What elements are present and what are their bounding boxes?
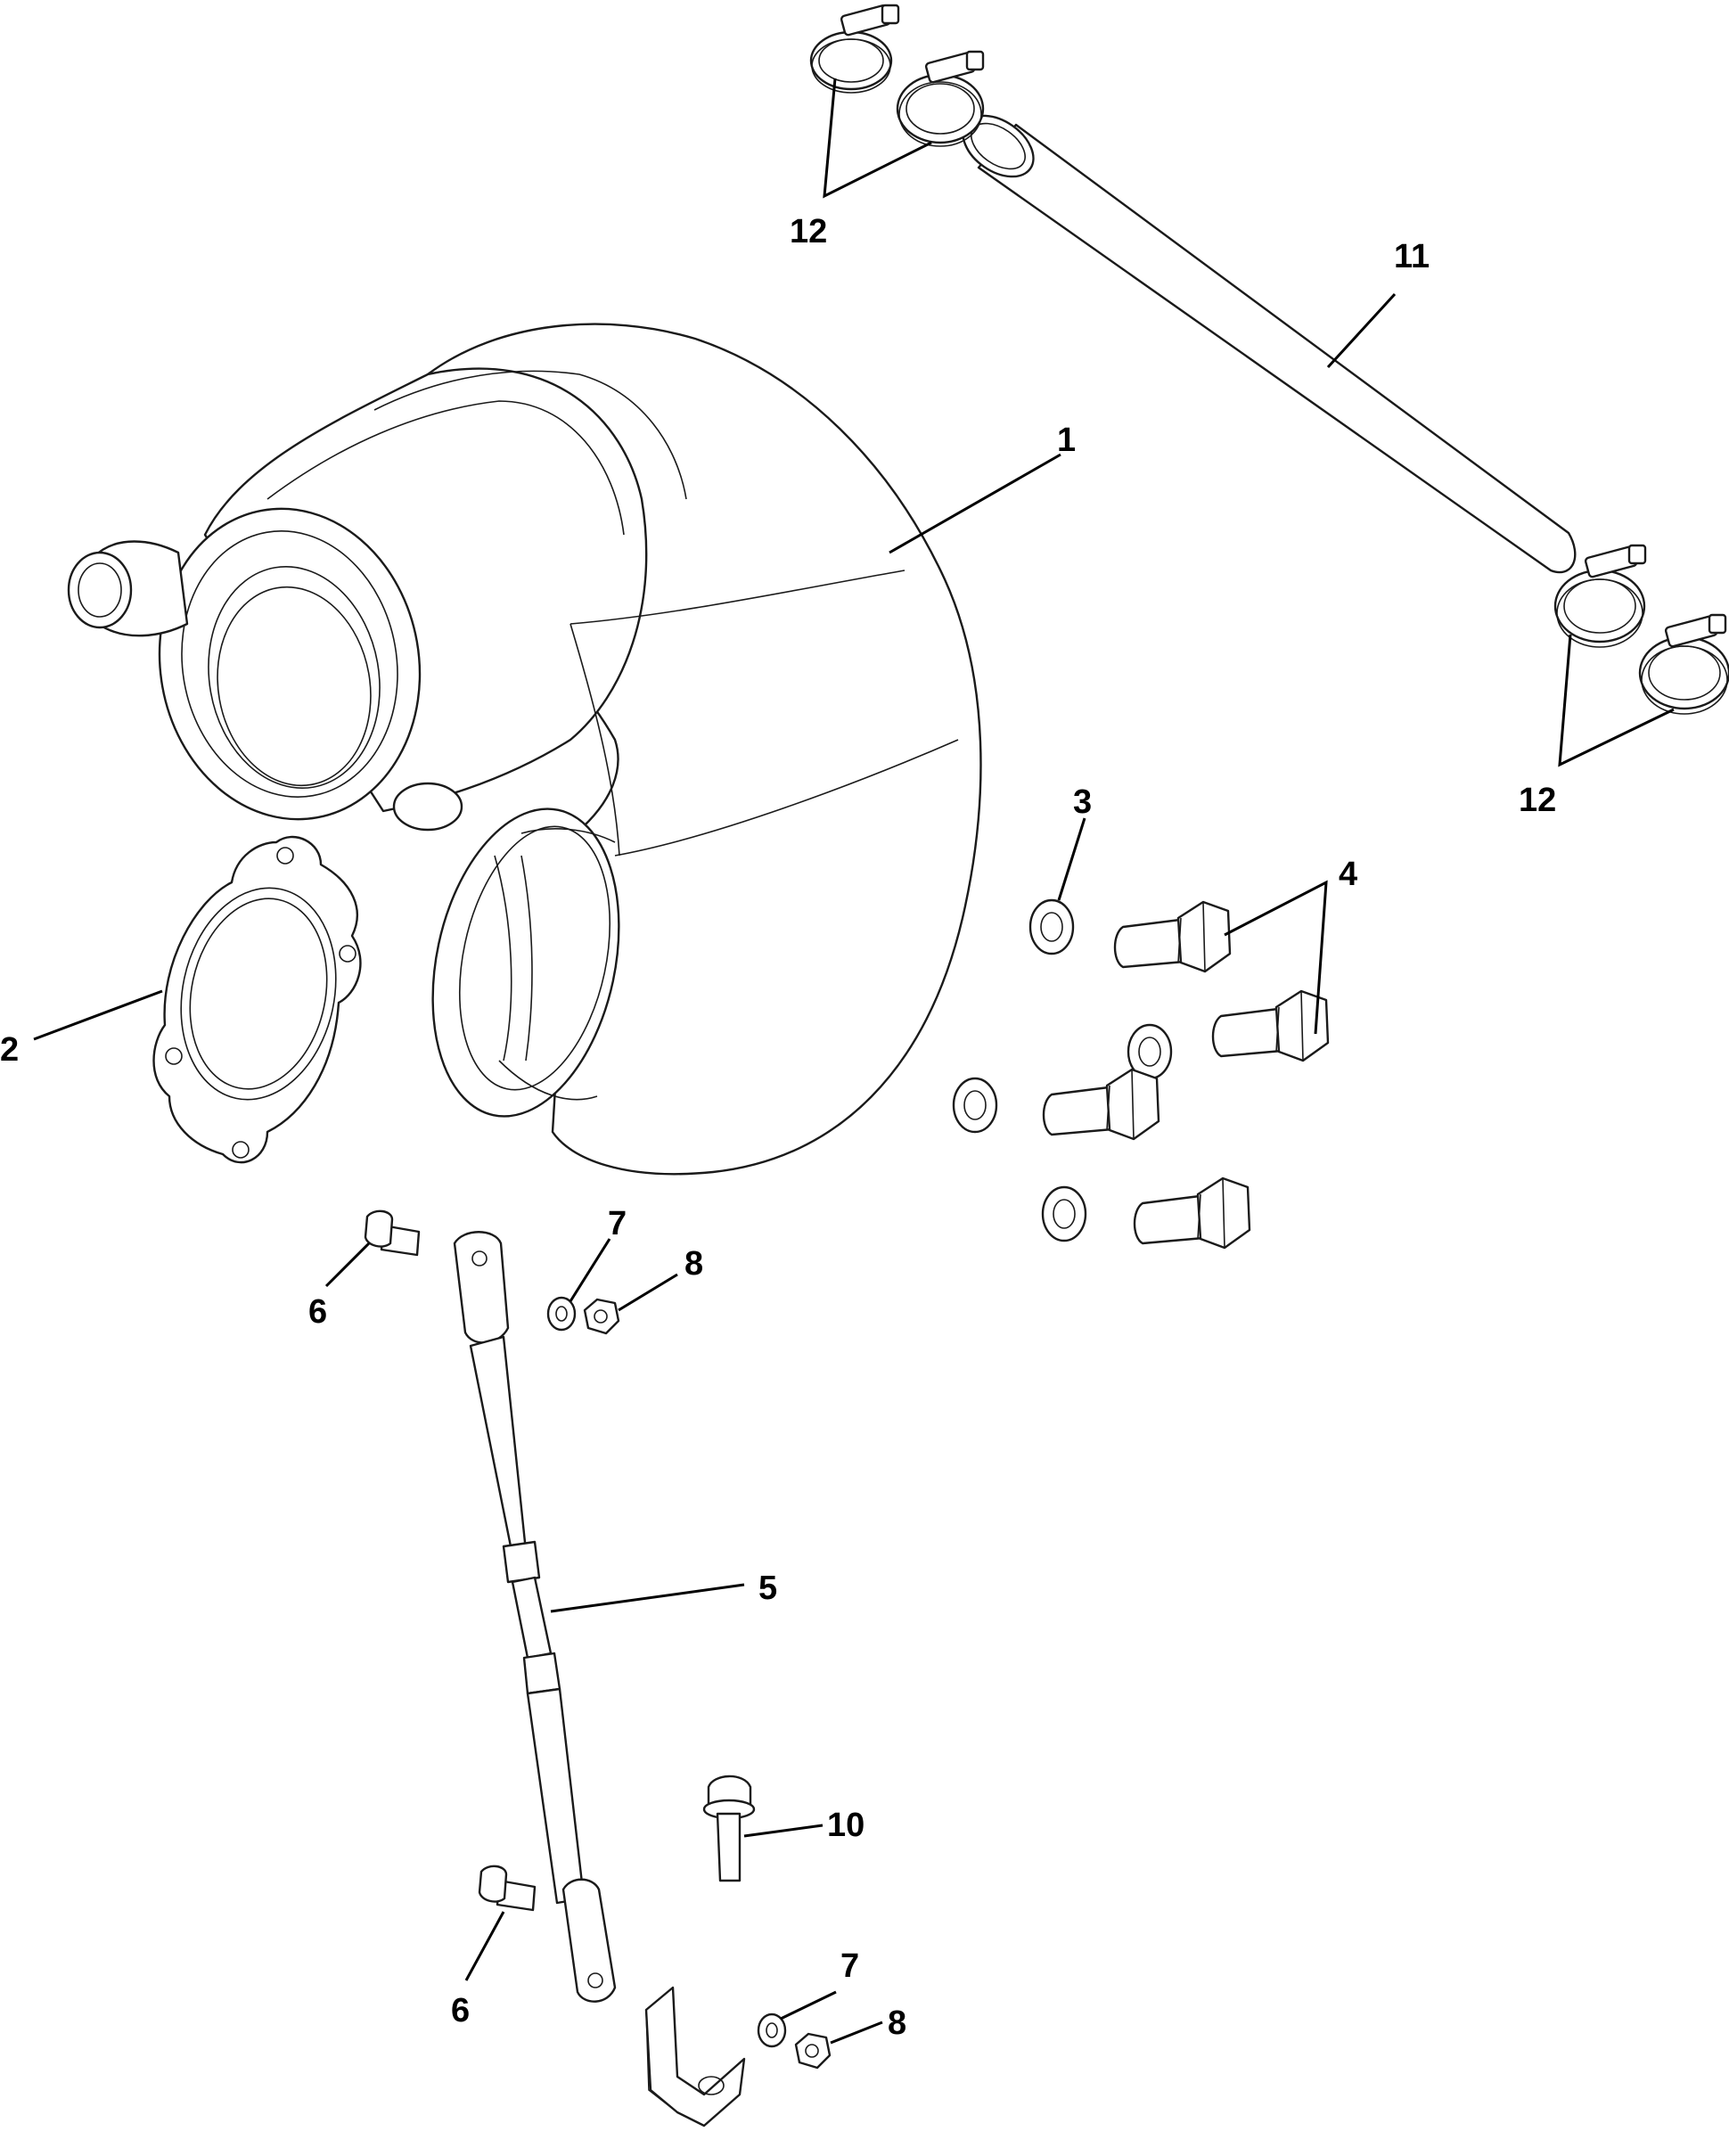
nut-part-8-bottom bbox=[794, 2032, 832, 2070]
leader-12-top bbox=[823, 78, 932, 199]
leader-3 bbox=[1057, 817, 1086, 901]
hex-bolt bbox=[1211, 989, 1330, 1062]
small-washer-part-7-bottom bbox=[757, 2013, 787, 2048]
callout-5: 5 bbox=[758, 1570, 777, 1607]
hose-clamps-part-12-bottom bbox=[1553, 544, 1729, 715]
callout-11: 11 bbox=[1394, 238, 1430, 275]
callout-4: 4 bbox=[1339, 856, 1357, 893]
callout-8-bottom: 8 bbox=[888, 2004, 906, 2042]
leader-12-bottom bbox=[1558, 634, 1675, 767]
callout-6-bottom: 6 bbox=[451, 1992, 470, 2029]
callout-6-top: 6 bbox=[308, 1293, 327, 1331]
washers-part-3 bbox=[952, 898, 1173, 1242]
leader-6-bottom bbox=[464, 1911, 505, 1981]
callout-12-bottom: 12 bbox=[1519, 782, 1556, 819]
leader-8-top bbox=[618, 1273, 678, 1312]
callout-10: 10 bbox=[827, 1807, 864, 1844]
small-washer-part-7-top bbox=[546, 1296, 577, 1332]
leader-1 bbox=[889, 453, 1061, 554]
flange-bolt-part-10 bbox=[702, 1775, 756, 1882]
hose-clamp bbox=[809, 4, 900, 94]
callout-labels: 1 2 3 4 5 6 6 7 7 8 8 10 11 12 12 bbox=[0, 213, 1556, 2042]
washer bbox=[952, 1077, 998, 1134]
callout-7-bottom: 7 bbox=[840, 1947, 859, 1985]
hex-bolt bbox=[1042, 1068, 1160, 1141]
leader-5 bbox=[550, 1583, 745, 1613]
hose-clamps-part-12-top bbox=[809, 4, 985, 147]
gasket-part-2 bbox=[152, 835, 362, 1164]
callout-7-top: 7 bbox=[608, 1205, 627, 1242]
washer bbox=[1041, 1185, 1087, 1242]
nut-part-8-top bbox=[583, 1298, 620, 1335]
small-bolt-part-6-bottom bbox=[478, 1865, 537, 1912]
callout-12-top: 12 bbox=[790, 213, 827, 250]
mounting-bracket bbox=[644, 1986, 746, 2127]
hose-part-11 bbox=[962, 114, 1577, 574]
callout-8-top: 8 bbox=[684, 1245, 703, 1283]
leader-6-top bbox=[324, 1242, 371, 1288]
callout-1: 1 bbox=[1057, 422, 1076, 459]
small-bolt-part-6-top bbox=[364, 1209, 421, 1257]
support-rod-part-5 bbox=[453, 1231, 617, 2003]
callout-3: 3 bbox=[1073, 783, 1092, 821]
hex-bolt bbox=[1113, 900, 1232, 973]
hose-clamp bbox=[896, 50, 985, 147]
washer bbox=[1028, 898, 1075, 955]
leader-7-bottom bbox=[780, 1990, 837, 2021]
hose-clamp bbox=[1638, 613, 1729, 715]
leader-lines bbox=[33, 78, 1675, 2045]
leader-8-bottom bbox=[830, 2021, 883, 2045]
bolts-part-4 bbox=[1042, 900, 1330, 1250]
leader-4 bbox=[1224, 880, 1328, 1035]
leader-10 bbox=[743, 1824, 824, 1838]
exhaust-elbow-part-1 bbox=[67, 323, 982, 1176]
leader-2 bbox=[33, 989, 163, 1041]
callout-2: 2 bbox=[0, 1031, 19, 1069]
leader-11 bbox=[1326, 292, 1397, 369]
hex-bolt bbox=[1133, 1176, 1251, 1250]
leader-7-top bbox=[569, 1238, 611, 1302]
hose-clamp bbox=[1553, 544, 1647, 648]
